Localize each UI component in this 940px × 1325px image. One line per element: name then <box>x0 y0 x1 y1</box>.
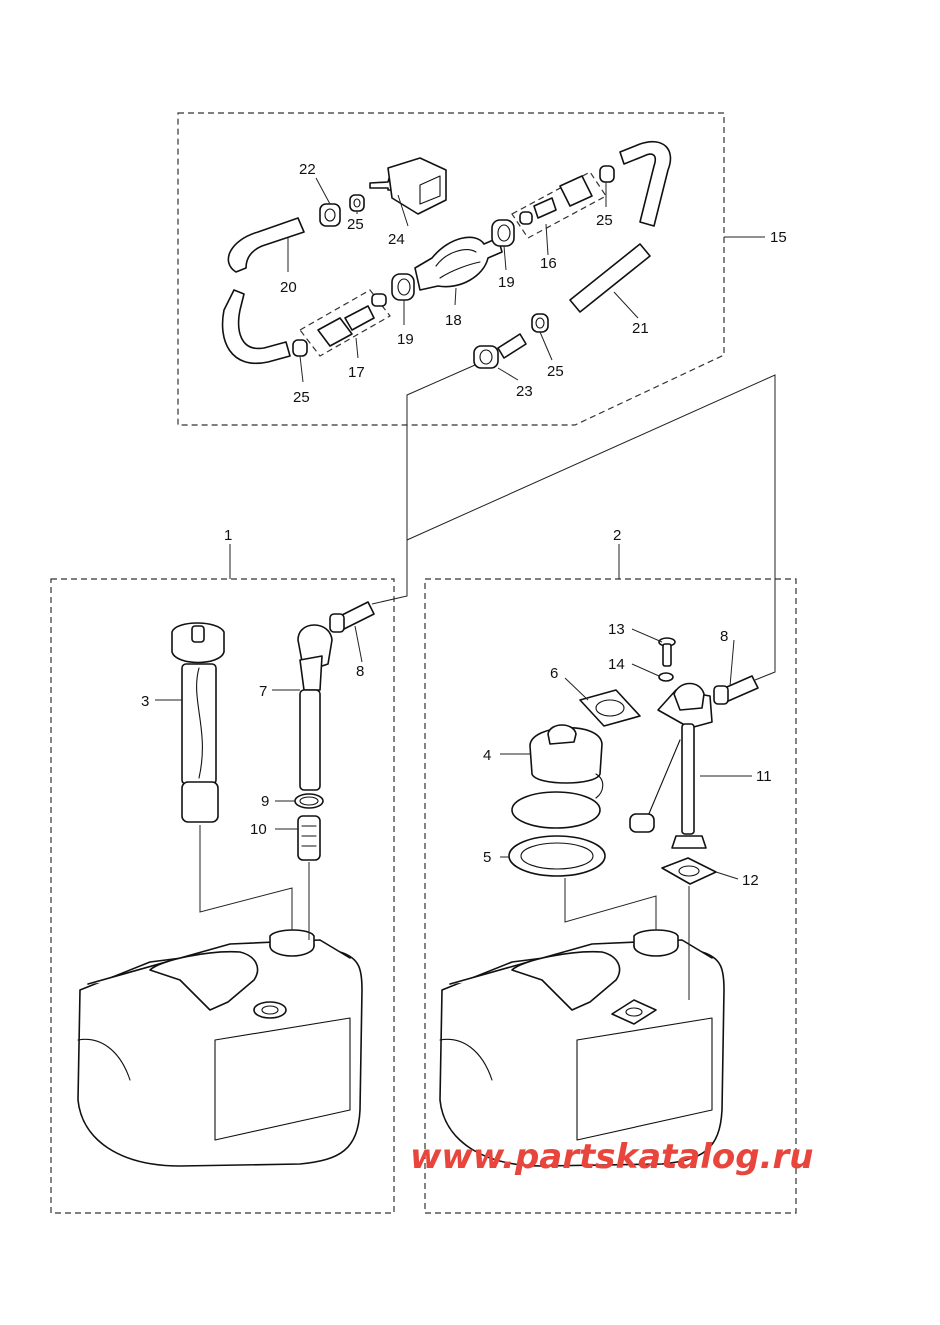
callout-4: 4 <box>483 747 491 764</box>
connector-8-left <box>329 601 375 633</box>
o-ring-9 <box>294 793 324 809</box>
connector-8-right <box>713 675 759 705</box>
callout-21: 21 <box>632 320 649 337</box>
tank-2-leader-lines <box>564 878 690 1000</box>
connector-17 <box>292 289 391 357</box>
fuel-cap-4 <box>511 724 604 829</box>
connector-16 <box>511 165 615 239</box>
fuel-gauge-11 <box>629 682 713 849</box>
connection-lines <box>371 364 776 681</box>
clip-25-top-left <box>349 194 365 212</box>
callout-1: 1 <box>224 527 232 544</box>
retainer-5 <box>508 835 606 877</box>
callout-8-left: 8 <box>356 663 364 680</box>
gasket-12 <box>661 857 717 885</box>
callout-8-right: 8 <box>720 628 728 645</box>
callout-23: 23 <box>516 383 533 400</box>
fitting-23 <box>473 333 527 369</box>
clip-19-left <box>391 273 415 301</box>
connector-24 <box>369 157 447 215</box>
primer-bulb-18 <box>414 236 503 291</box>
callout-22: 22 <box>299 161 316 178</box>
callout-20: 20 <box>280 279 297 296</box>
callout-leaders <box>155 177 765 880</box>
callout-16: 16 <box>540 255 557 272</box>
callout-11: 11 <box>756 768 772 785</box>
callout-labels: 1 2 3 4 5 6 7 8 8 9 10 11 12 13 14 15 16… <box>141 161 787 889</box>
tank-2 <box>439 929 725 1167</box>
hose-21 <box>569 140 672 313</box>
callout-5: 5 <box>483 849 491 866</box>
callout-6: 6 <box>550 665 558 682</box>
callout-2: 2 <box>613 527 621 544</box>
callout-18: 18 <box>445 312 462 329</box>
tank-1 <box>77 929 363 1167</box>
elbow-fitting-7 <box>297 624 333 791</box>
callout-3: 3 <box>141 693 149 710</box>
washer-14 <box>658 672 674 682</box>
gasket-6 <box>579 689 641 727</box>
callout-12: 12 <box>742 872 759 889</box>
callout-14: 14 <box>608 656 625 673</box>
callout-10: 10 <box>250 821 267 838</box>
callout-9: 9 <box>261 793 269 810</box>
filter-10 <box>297 815 321 861</box>
tank-assembly-1-group <box>50 578 395 1214</box>
clip-19-right <box>491 219 515 247</box>
callout-7: 7 <box>259 683 267 700</box>
clip-25-bottom-right <box>531 313 549 333</box>
callout-25-top-right: 25 <box>596 212 613 229</box>
callout-25-top-left: 25 <box>347 216 364 233</box>
callout-19-right: 19 <box>498 274 515 291</box>
callout-19-left: 19 <box>397 331 414 348</box>
callout-17: 17 <box>348 364 365 381</box>
watermark-text: www.partskatalog.ru <box>410 1137 814 1177</box>
callout-13: 13 <box>608 621 625 638</box>
callout-25-bottom-left: 25 <box>293 389 310 406</box>
callout-25-bottom-right: 25 <box>547 363 564 380</box>
tank-1-leader-lines <box>199 825 310 940</box>
screw-13 <box>658 637 676 667</box>
callout-15: 15 <box>770 229 787 246</box>
fuel-line-kit-group <box>177 112 725 426</box>
tank-assembly-2-group <box>424 578 797 1214</box>
fuel-gauge-3 <box>171 622 225 823</box>
nut-22 <box>319 203 341 227</box>
callout-24: 24 <box>388 231 405 248</box>
hose-20 <box>221 217 305 365</box>
